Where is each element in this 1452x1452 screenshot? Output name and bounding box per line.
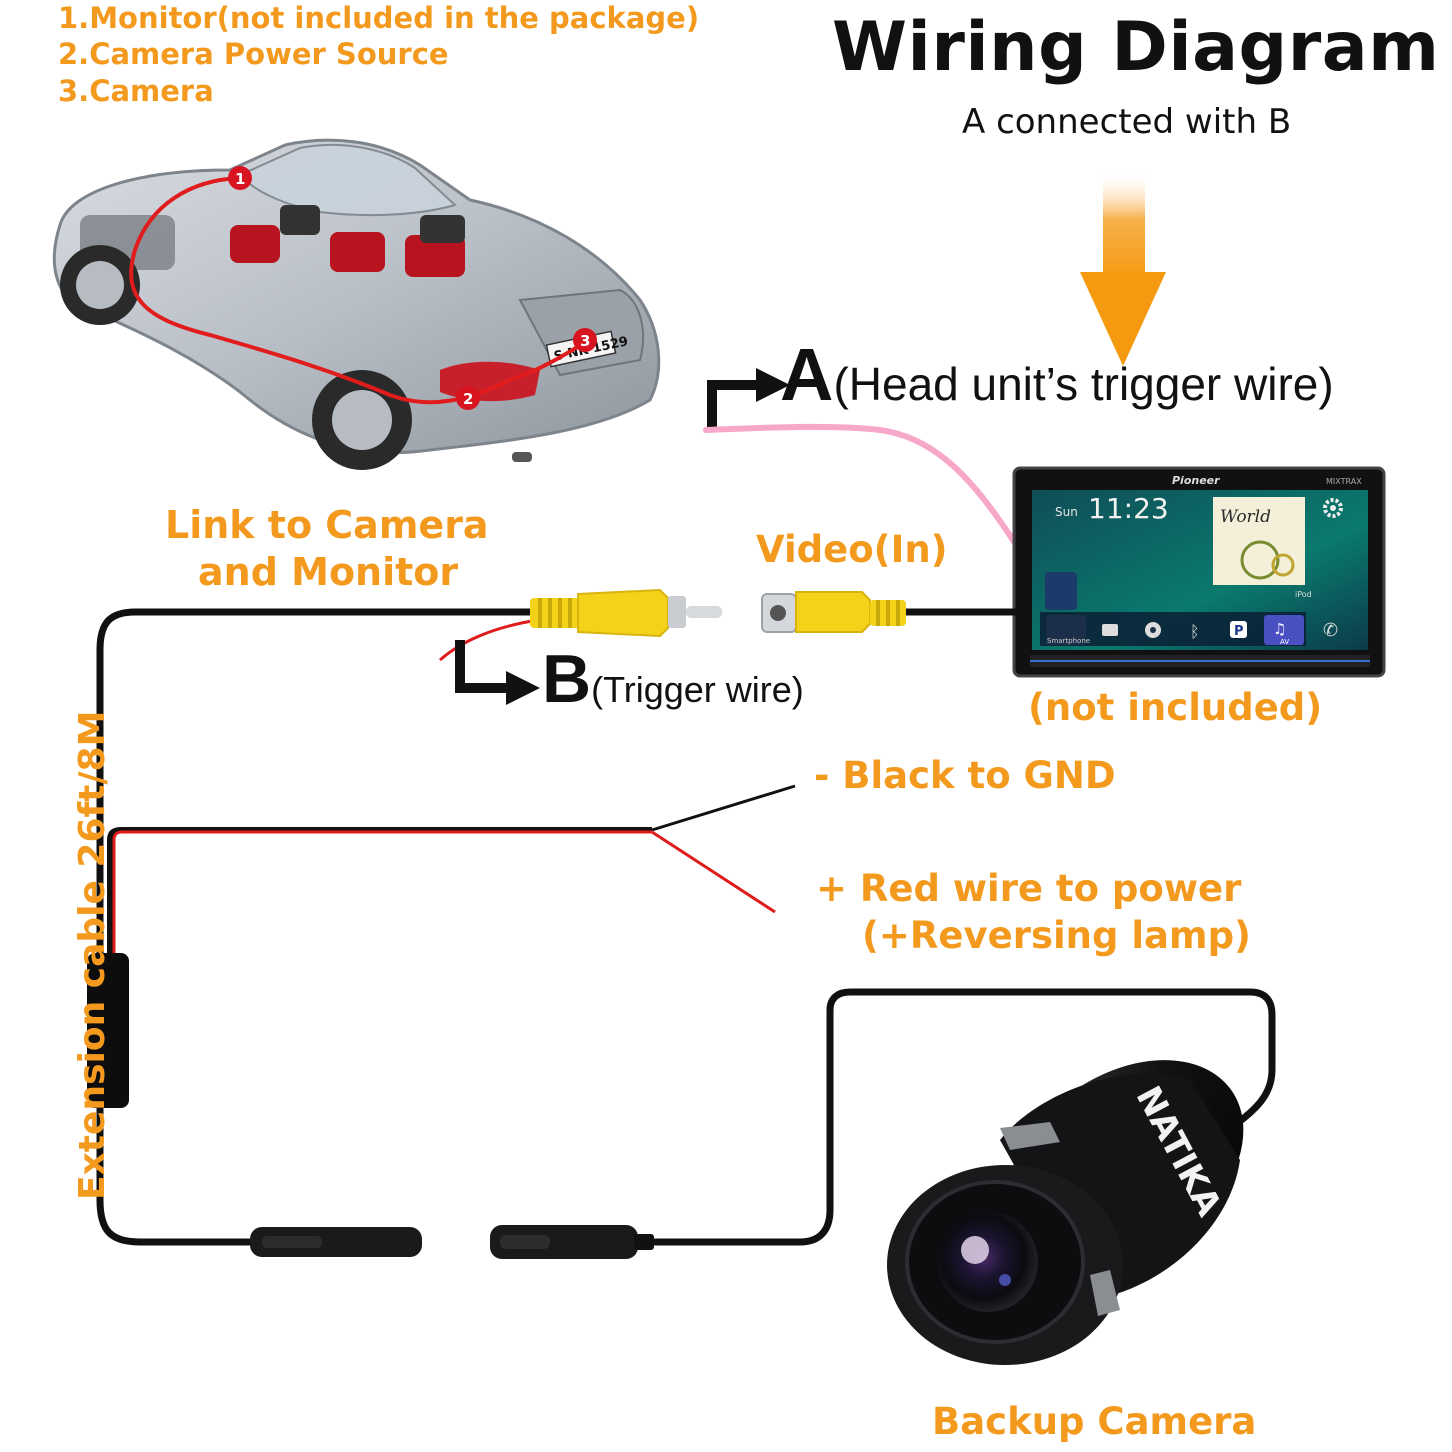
head-unit-monitor: Pioneer MIXTRAX Sun 11:23 World Smartpho…: [1012, 466, 1386, 678]
video-cable: [96, 608, 535, 1246]
page-subtitle: A connected with B: [962, 102, 1292, 142]
black-gnd-label: - Black to GND: [814, 754, 1116, 797]
backup-camera: NATIKA: [887, 1060, 1244, 1365]
down-arrow-icon: [1080, 170, 1166, 366]
rca-male-plug: [530, 588, 722, 638]
svg-text:✆: ✆: [1323, 620, 1338, 641]
rca-female-jack: [761, 591, 906, 633]
monitor-time: 11:23: [1088, 492, 1169, 525]
disc-icon: [1145, 622, 1161, 638]
music-av-icon: ♫: [1264, 615, 1304, 645]
wire-a-description: (Head unit’s trigger wire): [833, 358, 1334, 410]
svg-text:♫: ♫: [1273, 620, 1286, 638]
red-power-core: [112, 830, 652, 955]
link-label-line2: and Monitor: [198, 550, 459, 594]
reversing-lamp-label: (+Reversing lamp): [862, 914, 1251, 957]
red-trigger-wire: [439, 618, 539, 662]
page-title: Wiring Diagram: [832, 8, 1440, 87]
legend-item-monitor: 1.Monitor(not included in the package): [58, 1, 700, 35]
phone-icon: ✆: [1323, 620, 1338, 641]
wire-b-label: B(Trigger wire): [542, 640, 804, 718]
app-av: AV: [1280, 638, 1289, 646]
video-in-label: Video(In): [756, 528, 948, 571]
monitor-badge: MIXTRAX: [1326, 477, 1362, 486]
legend-item-camera: 3.Camera: [58, 74, 214, 108]
pandora-icon: P: [1230, 621, 1247, 639]
monitor-brand: Pioneer: [1172, 474, 1220, 487]
bluetooth-icon: ᛒ: [1190, 622, 1200, 641]
svg-text:ᛒ: ᛒ: [1190, 622, 1200, 641]
car-marker-3: 3: [573, 328, 597, 352]
gear-icon: [1323, 498, 1343, 518]
svg-text:2: 2: [463, 390, 473, 408]
red-power-label: + Red wire to power: [816, 867, 1242, 910]
red-power-cable: [107, 827, 652, 955]
svg-text:3: 3: [580, 332, 590, 350]
wire-b-description: (Trigger wire): [591, 669, 804, 710]
monitor-day: Sun: [1055, 505, 1078, 519]
pink-trigger-wire: [703, 423, 1021, 551]
link-label-line1: Link to Camera: [165, 503, 489, 547]
svg-text:P: P: [1234, 624, 1244, 639]
black-gnd-wire: [651, 784, 796, 832]
camera-cable: [652, 988, 1276, 1246]
red-power-wire: [651, 830, 776, 914]
app-ipod: iPod: [1295, 590, 1312, 599]
car-illustration: S NK 1529 1 2 3: [52, 138, 661, 470]
album-title: World: [1220, 507, 1271, 527]
radio-icon: [1102, 624, 1118, 636]
app-smartphone: Smartphone: [1047, 637, 1090, 645]
svg-text:1: 1: [235, 170, 245, 188]
legend-item-power-source: 2.Camera Power Source: [58, 37, 449, 71]
wire-a-letter: A: [780, 333, 834, 416]
not-included-label: (not included): [1028, 686, 1323, 729]
a-bent-arrow-icon: [707, 368, 790, 432]
backup-camera-label: Backup Camera: [932, 1400, 1257, 1443]
car-marker-2: 2: [456, 386, 480, 410]
junction-box: [87, 953, 129, 1108]
extension-connector-female: [250, 1227, 422, 1257]
wire-a-label: A(Head unit’s trigger wire): [780, 332, 1334, 417]
b-bent-arrow-icon: [455, 640, 540, 705]
car-marker-1: 1: [228, 166, 252, 190]
wire-b-letter: B: [542, 641, 592, 717]
extension-cable-label: Extension cable 26ft/8M: [72, 710, 113, 1200]
extension-connector-male: [490, 1225, 654, 1259]
